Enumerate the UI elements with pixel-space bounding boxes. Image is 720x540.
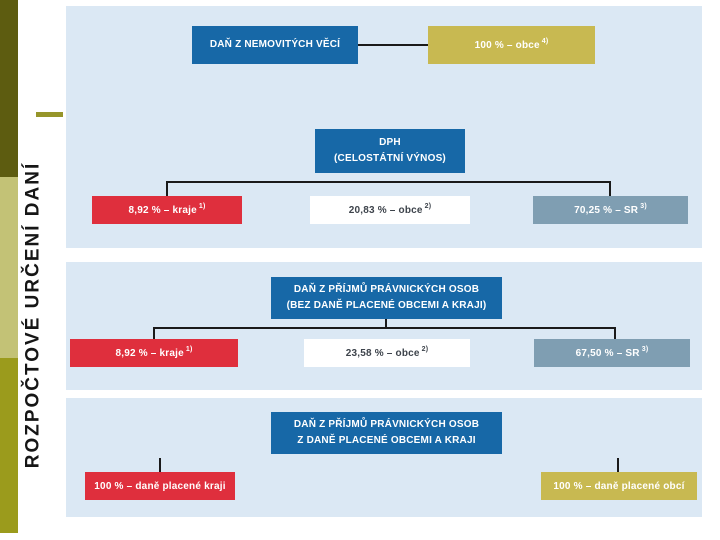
value-label: 23,58 % – obce — [345, 347, 420, 359]
header-label-line2: (CELOSTÁTNÍ VÝNOS) — [334, 153, 446, 164]
header-label-line2: (BEZ DANĚ PLACENÉ OBCEMI A KRAJI) — [286, 300, 487, 311]
footnote-marker: 3) — [640, 202, 647, 210]
value-label: 8,92 % – kraje — [128, 204, 197, 216]
footnote-marker: 1) — [185, 345, 193, 353]
footnote-marker: 4) — [541, 37, 549, 45]
connector-line — [358, 44, 428, 46]
footnote-marker: 2) — [421, 345, 429, 353]
accent-bar-top-segment — [0, 0, 18, 177]
header-label: DAŇ Z NEMOVITÝCH VĚCÍ — [209, 39, 341, 50]
value-label: 67,50 % – SR — [575, 347, 640, 359]
value-label: 20,83 % – obce — [348, 204, 423, 216]
footnote-marker: 1) — [198, 202, 206, 210]
value-label: 100 % – daně placené kraji — [94, 480, 226, 492]
connector-drop-right — [609, 181, 611, 196]
value-label: 8,92 % – kraje — [115, 347, 184, 359]
value-label: 100 % – obce — [474, 39, 540, 51]
header-box-dppo-placene: DAŇ Z PŘÍJMŮ PRÁVNICKÝCH OSOB Z DANĚ PLA… — [271, 412, 502, 454]
connector-tick-right — [617, 458, 619, 472]
slide-title-vertical: ROZPOČTOVÉ URČENÍ DANÍ — [10, 162, 56, 469]
value-label: 70,25 % – SR — [574, 204, 639, 216]
value-box-dane-placene-kraji: 100 % – daně placené kraji — [85, 472, 235, 500]
header-box-dph: DPH (CELOSTÁTNÍ VÝNOS) — [315, 129, 465, 173]
header-box-dan-z-nemovitych-veci: DAŇ Z NEMOVITÝCH VĚCÍ — [192, 26, 358, 64]
value-box-dane-placene-obci: 100 % – daně placené obcí — [541, 472, 697, 500]
header-label-line2: Z DANĚ PLACENÉ OBCEMI A KRAJI — [297, 435, 476, 446]
header-label: DAŇ Z PŘÍJMŮ PRÁVNICKÝCH OSOB — [293, 419, 480, 430]
footnote-marker: 3) — [641, 345, 649, 353]
connector-rail — [153, 327, 616, 329]
header-label: DPH — [379, 137, 401, 148]
slide-title-text: ROZPOČTOVÉ URČENÍ DANÍ — [22, 161, 44, 469]
header-label: DAŇ Z PŘÍJMŮ PRÁVNICKÝCH OSOB — [293, 284, 480, 295]
accent-bar-middle-segment — [0, 177, 18, 358]
accent-bar-bottom-segment — [0, 358, 18, 533]
header-box-dppo-bez: DAŇ Z PŘÍJMŮ PRÁVNICKÝCH OSOB (BEZ DANĚ … — [271, 277, 502, 319]
connector-drop-right — [614, 327, 616, 339]
connector-tick-left — [159, 458, 161, 472]
connector-rail — [166, 181, 611, 183]
connector-drop-left — [153, 327, 155, 339]
connector-drop-left — [166, 181, 168, 196]
accent-dash — [36, 112, 63, 117]
value-label: 100 % – daně placené obcí — [553, 480, 685, 492]
footnote-marker: 2) — [424, 202, 432, 210]
connector-stub — [385, 319, 387, 328]
